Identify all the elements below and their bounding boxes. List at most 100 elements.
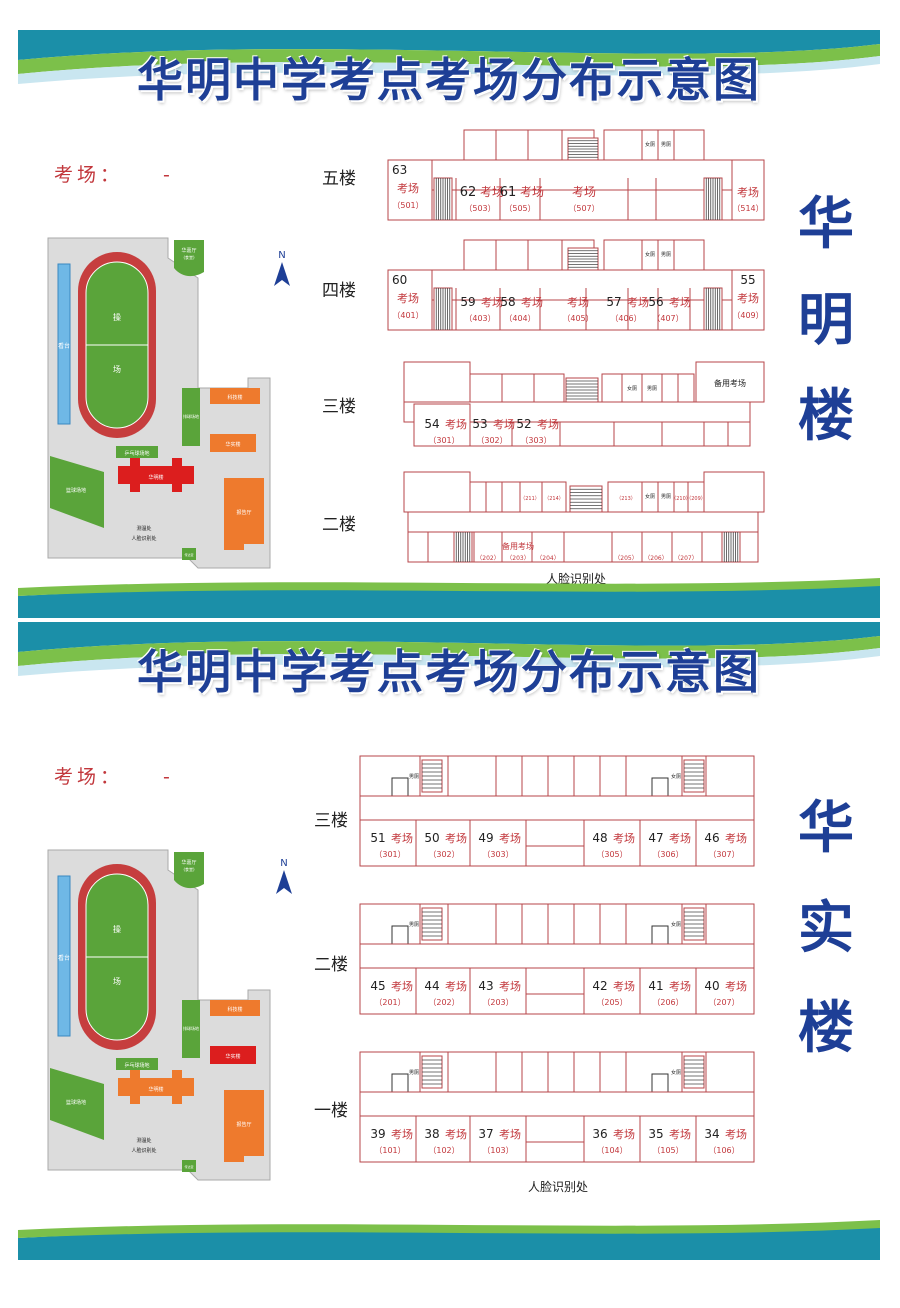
room-code: （514） — [732, 204, 763, 213]
room-code: （204） — [536, 555, 559, 562]
room-code: （210） — [671, 496, 691, 502]
room-outline — [695, 361, 765, 403]
campus-label: 华嘉厅 — [181, 859, 196, 866]
room-code: （303） — [482, 850, 513, 859]
room-name: 考场 — [520, 185, 544, 199]
toilet-label: 女厕 — [671, 1069, 681, 1076]
room-name: 考场 — [737, 185, 759, 199]
room-code: （407） — [652, 314, 683, 323]
room-code: （207） — [674, 555, 697, 562]
room-code: （211） — [520, 496, 540, 502]
room-outline — [603, 239, 705, 271]
page-title: 华明中学考点考场分布示意图 — [137, 645, 761, 699]
corridor-gap — [525, 819, 585, 847]
campus-label: (食堂) — [183, 866, 195, 872]
room-outline — [469, 373, 565, 403]
gym-building — [224, 1090, 264, 1162]
face-recognition-label: 人脸识别处 — [546, 572, 607, 586]
room-number: 41 — [648, 979, 663, 993]
campus-label: 报告厅 — [236, 1121, 251, 1128]
pingpong-court — [116, 446, 158, 458]
stand-block — [57, 875, 71, 1037]
room-code: （507） — [568, 204, 599, 213]
campus-label: 操 — [113, 924, 121, 934]
campus-label: 看台 — [58, 342, 70, 350]
room-number: 53 — [472, 417, 487, 431]
toilet-stall — [651, 1073, 669, 1093]
room-name: 考场 — [567, 295, 589, 309]
tech-building — [210, 1000, 260, 1016]
room-name: 考场 — [572, 185, 596, 199]
campus-label: 看台 — [58, 954, 70, 962]
campus-label: 科技楼 — [227, 394, 242, 401]
room-code: （201） — [374, 998, 405, 1007]
room-name: 考场 — [669, 1127, 691, 1141]
toilet-stall — [391, 1073, 409, 1093]
room-name: 考场 — [499, 831, 521, 845]
room-number: 50 — [424, 831, 439, 845]
north-arrow-icon: N — [276, 858, 292, 894]
room-number: 48 — [592, 831, 607, 845]
room-code: （209） — [686, 496, 706, 502]
corridor — [359, 1091, 755, 1117]
room-number: 35 — [648, 1127, 663, 1141]
campus-label: 排球场地 — [183, 413, 199, 419]
room-number: 57 — [606, 295, 621, 309]
footer-wave — [18, 1220, 880, 1260]
room-number: 45 — [370, 979, 385, 993]
floor-label: 四楼 — [322, 281, 356, 301]
room-code: （101） — [374, 1146, 405, 1155]
poster-huaming: 华明中学考点考场分布示意图 考场：- 看台操场华嘉厅(食堂)科技楼排球场地乒乓球… — [18, 30, 880, 618]
campus-label: 报告厅 — [236, 509, 251, 516]
hall-block — [174, 852, 204, 889]
room-code: （206） — [644, 555, 667, 562]
tech-building — [210, 388, 260, 404]
huaming-building — [118, 1070, 194, 1104]
campus-map: 看台操场华嘉厅(食堂)科技楼排球场地乒乓球场地华实楼篮球场地华明楼报告厅测温处人… — [47, 237, 271, 569]
room-code: （302） — [428, 850, 459, 859]
room-name: 考场 — [391, 831, 413, 845]
room-code: （105） — [652, 1146, 683, 1155]
floor-plan-2: （211）（214）（213）女厕男厕（210）（209）备用考场（202）（2… — [403, 471, 765, 563]
campus-label: 操 — [113, 312, 121, 322]
room-name: 考场 — [391, 979, 413, 993]
building-name: 华 实 楼 — [798, 796, 854, 1061]
room-code: （302） — [476, 436, 507, 445]
room-code: （205） — [614, 555, 637, 562]
pingpong-court — [116, 1058, 158, 1070]
basketball-court — [50, 456, 104, 528]
stand-block — [57, 263, 71, 425]
room-code: （203） — [506, 555, 529, 562]
room-number: 58 — [500, 295, 515, 309]
footer-wave — [18, 578, 880, 618]
room-code: （404） — [504, 314, 535, 323]
poster-huashi: 华明中学考点考场分布示意图 考场：- 看台操场华嘉厅(食堂)科技楼排球场地乒乓球… — [18, 622, 880, 1262]
toilet-label: 男厕 — [661, 142, 671, 148]
campus-label: 华实楼 — [225, 441, 240, 448]
room-outline — [387, 159, 433, 221]
room-name: 考场 — [669, 831, 691, 845]
room-name: 考场 — [499, 1127, 521, 1141]
room-name: 考场 — [669, 979, 691, 993]
room-code: （306） — [652, 850, 683, 859]
toilet-label: 女厕 — [671, 773, 681, 780]
room-number: 39 — [370, 1127, 385, 1141]
page-title: 华明中学考点考场分布示意图 — [137, 53, 761, 107]
toilet-stall — [651, 777, 669, 797]
room-number: 47 — [648, 831, 663, 845]
room-name: 考场 — [445, 979, 467, 993]
campus-label: 篮球场地 — [66, 487, 86, 494]
room-code: （301） — [428, 436, 459, 445]
room-number: 38 — [424, 1127, 439, 1141]
room-name: 考场 — [613, 979, 635, 993]
campus-label: 传达室 — [184, 552, 193, 557]
room-number: 37 — [478, 1127, 493, 1141]
room-number: 42 — [592, 979, 607, 993]
room-outline — [603, 129, 705, 161]
campus-label: 测温处 — [136, 1137, 151, 1144]
gate-house — [182, 1160, 196, 1172]
